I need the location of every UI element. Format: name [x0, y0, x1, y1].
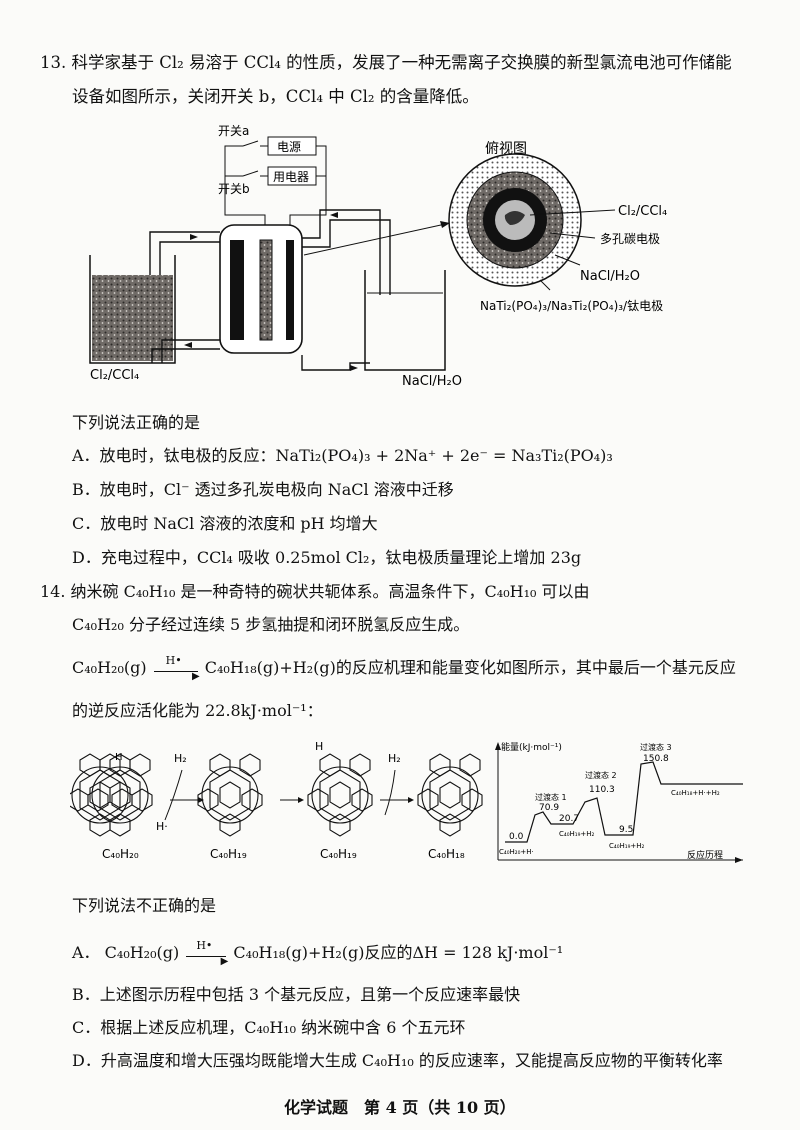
- top-view-label: 俯视图: [485, 141, 527, 157]
- q14-option-a-reactant: C₄₀H₂₀(g): [104, 943, 180, 962]
- right-beaker: [364, 270, 446, 371]
- q14-stem-line4: 的逆反应活化能为 22.8kJ·mol⁻¹：: [72, 701, 323, 720]
- state-0-label: C₄₀H₂₀+H·: [499, 848, 534, 856]
- left-tank-label: Cl₂/CCl₄: [90, 368, 139, 383]
- ts2-label: 过渡态 2: [585, 770, 617, 780]
- titanium-electrode: [230, 240, 244, 340]
- arrow-step-3: [384, 769, 396, 816]
- mol-label-2: C₄₀H₁₉: [210, 847, 247, 861]
- energy-profile-chart: 能量(kJ·mol⁻¹) 反应历程 0.0 C₄₀H₂₀+H· 过渡态 1 70…: [495, 741, 743, 863]
- q14-option-a: A． C₄₀H₂₀(g) H• ▶ C₄₀H₁₈(g)+H₂(g)反应的ΔH =…: [72, 939, 564, 967]
- q14-stem-line2: C₄₀H₂₀ 分子经过连续 5 步氢抽提和闭环脱氢反应生成。: [72, 615, 470, 634]
- state-1-label: C₄₀H₁₉+H₂: [559, 830, 595, 838]
- mol-h-1: H: [115, 752, 123, 763]
- switch-b-label: 开关b: [218, 182, 250, 196]
- q14-prompt: 下列说法不正确的是: [72, 896, 217, 915]
- state-1-value: 20.7: [559, 814, 579, 824]
- q14-reactant: C₄₀H₂₀(g): [72, 658, 147, 677]
- state-2-label: C₄₀H₁₉+H₂: [609, 842, 645, 850]
- page-footer: 化学试题 第 4 页（共 10 页）: [284, 1098, 516, 1117]
- q14-reaction-arrow: H• ▶: [152, 654, 200, 682]
- ts1-value: 70.9: [539, 803, 559, 813]
- h2-label-2: H₂: [388, 752, 401, 765]
- q13-option-b: B．放电时，Cl⁻ 透过多孔炭电极向 NaCl 溶液中迁移: [72, 480, 454, 499]
- mol-label-3: C₄₀H₁₉: [320, 847, 357, 861]
- ts1-label: 过渡态 1: [535, 792, 567, 802]
- reaction-mechanism-diagram: C₄₀H₂₀ C₄₀H₁₉ C₄₀H₁₉ C₄₀H₁₈ H H H₂ H· H₂: [70, 740, 483, 861]
- q13-option-c: C．放电时 NaCl 溶液的浓度和 pH 均增大: [72, 514, 378, 533]
- q14-option-a-arrow: H• ▶: [184, 939, 228, 967]
- q14-stem-line1: 14. 纳米碗 C₄₀H₁₀ 是一种奇特的碗状共轭体系。高温条件下，C₄₀H₁₀…: [40, 582, 590, 601]
- q14-option-a-condition: H•: [196, 939, 213, 952]
- q13-stem-line2: 设备如图所示，关闭开关 b，CCl₄ 中 Cl₂ 的含量降低。: [72, 87, 479, 106]
- right-tank-label: NaCl/H₂O: [402, 374, 462, 389]
- x-axis-label: 反应历程: [687, 849, 723, 861]
- q13-prompt: 下列说法正确的是: [72, 413, 201, 432]
- flow-battery-diagram: 开关a 开关b 电源 用电器 Cl₂/CCl₄ NaCl/H₂O 俯视图 Cl₂…: [89, 124, 667, 389]
- mol-h-3: H: [315, 740, 323, 753]
- h2-label-1: H₂: [174, 752, 187, 765]
- label-nacl-h2o: NaCl/H₂O: [580, 269, 640, 284]
- ts3-label: 过渡态 3: [640, 742, 672, 752]
- arrow-step-1: [164, 769, 183, 821]
- q13-option-a: A．放电时，钛电极的反应：NaTi₂(PO₄)₃ + 2Na⁺ + 2e⁻ = …: [72, 446, 613, 465]
- appliance-label: 用电器: [273, 170, 309, 184]
- mol-label-1: C₄₀H₂₀: [102, 847, 139, 861]
- molecule-structure: [70, 753, 133, 837]
- y-axis-label: 能量(kJ·mol⁻¹): [501, 741, 562, 753]
- q13-stem-line1: 13. 科学家基于 Cl₂ 易溶于 CCl₄ 的性质，发展了一种无需离子交换膜的…: [40, 53, 732, 72]
- q14-option-c: C．根据上述反应机理，C₄₀H₁₀ 纳米碗中含 6 个五元环: [72, 1018, 466, 1037]
- q14-option-b: B．上述图示历程中包括 3 个基元反应，且第一个反应速率最快: [72, 985, 521, 1004]
- mol-label-4: C₄₀H₁₈: [428, 847, 465, 861]
- q14-arrow-condition: H•: [165, 654, 182, 667]
- q13-option-d: D．充电过程中，CCl₄ 吸收 0.25mol Cl₂，钛电极质量理论上增加 2…: [72, 548, 582, 567]
- left-tank-liquid: [92, 275, 173, 361]
- switch-a-label: 开关a: [218, 124, 249, 138]
- q14-stem-line3: C₄₀H₂₀(g) H• ▶ C₄₀H₁₈(g)+H₂(g)的反应机理和能量变化…: [72, 654, 736, 682]
- q14-option-a-prefix: A．: [72, 943, 100, 962]
- ts3-value: 150.8: [643, 754, 669, 764]
- power-label: 电源: [277, 140, 301, 154]
- q14-option-d: D．升高温度和增大压强均既能增大生成 C₄₀H₁₀ 的反应速率，又能提高反应物的…: [72, 1051, 723, 1070]
- energy-path: [505, 761, 743, 843]
- left-beaker: [89, 255, 176, 364]
- label-cl2-ccl4: Cl₂/CCl₄: [618, 204, 667, 219]
- state-3-label: C₄₀H₁₈+H·+H₂: [671, 789, 720, 797]
- ts2-value: 110.3: [589, 785, 615, 795]
- state-2-value: 9.5: [619, 825, 633, 835]
- q14-option-a-product: C₄₀H₁₈(g)+H₂(g)反应的ΔH = 128 kJ·mol⁻¹: [233, 943, 564, 962]
- q14-product: C₄₀H₁₈(g)+H₂(g)的反应机理和能量变化如图所示，其中最后一个基元反应: [204, 658, 736, 677]
- porous-carbon-electrode: [259, 239, 273, 341]
- label-titanium-electrode: NaTi₂(PO₄)₃/Na₃Ti₂(PO₄)₃/钛电极: [480, 298, 663, 313]
- state-0-value: 0.0: [509, 832, 524, 842]
- label-porous-carbon: 多孔碳电极: [600, 232, 660, 246]
- h-radical-label: H·: [156, 820, 168, 833]
